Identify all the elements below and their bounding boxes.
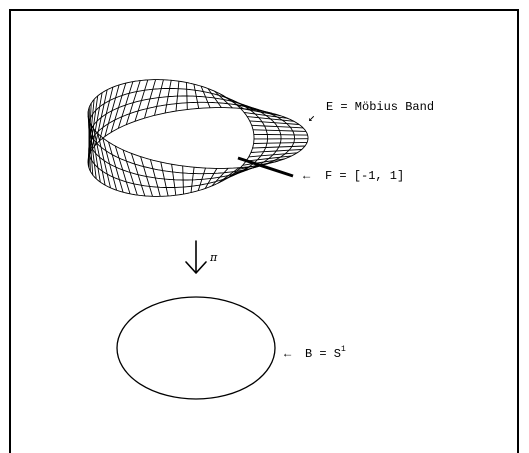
mobius-ruling-line xyxy=(253,133,308,136)
projection-arrow xyxy=(185,240,207,274)
mobius-ruling-line xyxy=(200,86,211,108)
mobius-ruling-line xyxy=(122,149,138,196)
mobius-ruling-line xyxy=(252,145,306,149)
figure-frame xyxy=(9,9,519,453)
mobius-ruling-line xyxy=(251,124,304,129)
mobius-ruling-line xyxy=(108,141,124,193)
mobius-ruling-line xyxy=(197,167,206,191)
mobius-ruling-line xyxy=(164,80,172,114)
mobius-ruling-line xyxy=(102,137,118,191)
mobius-ruling-line xyxy=(114,145,131,194)
mobius-ruling-line xyxy=(235,103,273,114)
base-label-exponent: 1 xyxy=(341,345,346,354)
mobius-ruling-line xyxy=(217,167,240,184)
mobius-ruling-line xyxy=(240,107,281,117)
mobius-ruling-line xyxy=(252,129,307,132)
mobius-ruling-line xyxy=(99,87,114,141)
mobius-ruling-line xyxy=(253,141,308,144)
mobius-ruling-line xyxy=(249,120,300,125)
mobius-ruling-line xyxy=(91,92,103,150)
total-space-pointer: ↙ xyxy=(308,111,315,125)
total-space-label: E = Möbius Band xyxy=(326,100,434,114)
mobius-ruling-line xyxy=(89,95,99,155)
mobius-ruling-line xyxy=(97,133,111,188)
mobius-ruling-line xyxy=(125,80,141,125)
mobius-ruling-line xyxy=(87,99,95,159)
base-label: B = S1 xyxy=(305,345,346,361)
mobius-ruling-line xyxy=(186,82,188,110)
base-label-text: B = S xyxy=(305,347,341,361)
mobius-ruling-line xyxy=(140,156,153,197)
mobius-ruling-line xyxy=(144,79,157,119)
mobius-ruling-line xyxy=(245,155,292,162)
mobius-band xyxy=(87,79,309,197)
mobius-ruling-line xyxy=(182,165,184,195)
mobius-ruling-line xyxy=(160,162,169,197)
mobius-ruling-line xyxy=(149,159,161,197)
mobius-ruling-line xyxy=(134,79,149,122)
mobius-ruling-line xyxy=(190,167,195,193)
mobius-ruling-line xyxy=(248,152,298,158)
base-pointer: ← xyxy=(284,347,292,361)
mobius-ruling-line xyxy=(171,164,177,196)
mobius-ruling-line xyxy=(193,84,200,109)
mobius-ruling-line xyxy=(243,111,288,119)
mobius-ruling-line xyxy=(154,79,164,116)
mobius-ruling-line xyxy=(93,128,106,186)
projection-label: π xyxy=(209,251,218,264)
mobius-ruling-line xyxy=(94,89,108,146)
mobius-ruling-line xyxy=(110,82,127,133)
mobius-ruling-line xyxy=(207,88,222,108)
mobius-ruling-line xyxy=(223,166,250,181)
mobius-ruling-line xyxy=(104,84,120,137)
mobius-ruling-line xyxy=(175,81,180,112)
mobius-ruling-line xyxy=(242,158,285,166)
mobius-ruling-line xyxy=(214,90,233,109)
mobius-ruling-line xyxy=(117,81,134,129)
fiber-pointer: ← xyxy=(303,169,311,183)
mobius-ruling-line xyxy=(204,168,218,189)
mobius-ruling-line xyxy=(211,167,229,187)
base-space-circle xyxy=(116,296,276,400)
fiber-label: F = [-1, 1] xyxy=(325,169,404,183)
fiber-highlight-line xyxy=(237,156,294,178)
mobius-ruling-line xyxy=(247,116,294,122)
mobius-ruling-line xyxy=(250,149,302,153)
mobius-ruling-line xyxy=(130,153,146,197)
